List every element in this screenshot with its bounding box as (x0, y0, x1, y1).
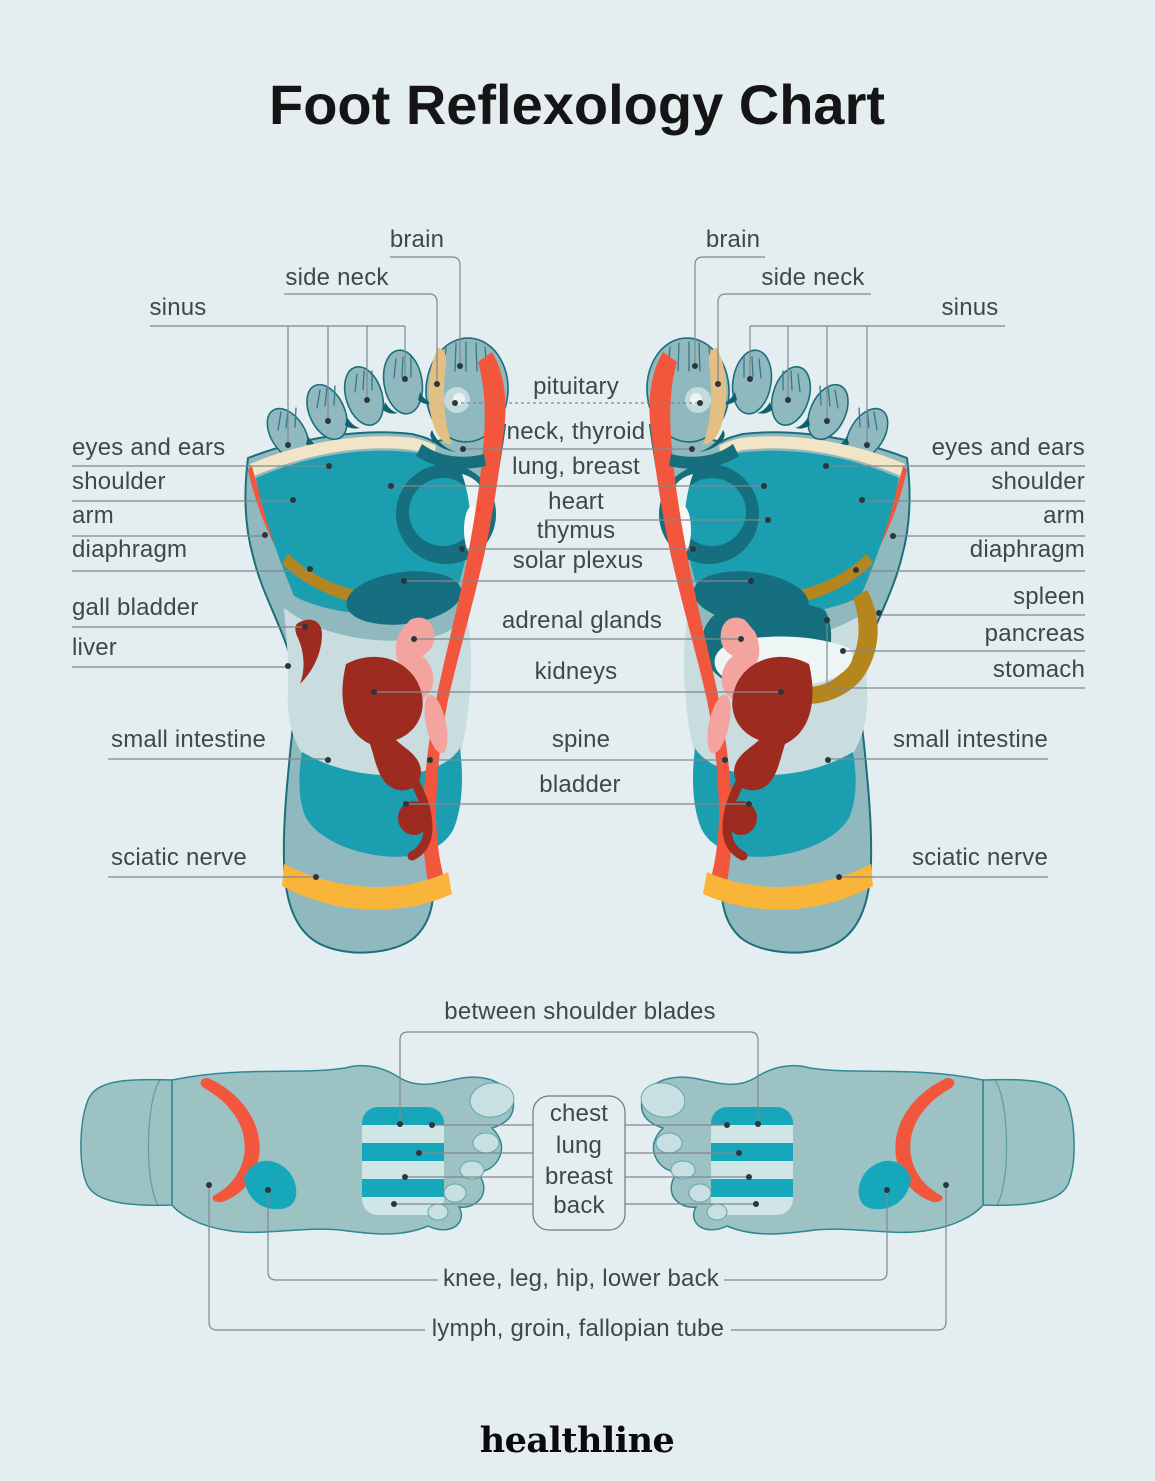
label-liver: liver (72, 634, 118, 661)
label-small-intestine-left: small intestine (111, 726, 267, 753)
label-sciatic-nerve-left: sciatic nerve (111, 844, 247, 871)
label-eyes-ears-right: eyes and ears (931, 434, 1085, 461)
label-between-shoulder-blades: between shoulder blades (444, 998, 716, 1025)
label-brain-left: brain (389, 226, 445, 253)
label-gall-bladder: gall bladder (72, 594, 199, 621)
left-foot-illustration (244, 334, 512, 954)
label-chest: chest (549, 1100, 609, 1127)
label-pituitary: pituitary (533, 373, 619, 400)
label-back: back (553, 1192, 605, 1219)
label-shoulder-left: shoulder (72, 468, 166, 495)
label-spine: spine (551, 726, 611, 753)
label-lung: lung (555, 1132, 603, 1159)
label-side-neck-right: side neck (761, 264, 865, 291)
label-bladder: bladder (539, 771, 621, 798)
label-stomach: stomach (992, 656, 1085, 683)
label-adrenal-glands: adrenal glands (501, 607, 663, 634)
label-breast: breast (545, 1163, 613, 1190)
connector-lines (72, 256, 1085, 1331)
label-kidneys: kidneys (534, 658, 618, 685)
label-sciatic-nerve-right: sciatic nerve (912, 844, 1048, 871)
pointer-dots (206, 363, 949, 1207)
label-diaphragm-left: diaphragm (72, 536, 188, 563)
right-foot-illustration (643, 334, 911, 954)
label-knee-leg-hip-lower-back: knee, leg, hip, lower back (442, 1265, 720, 1292)
label-sinus-right: sinus (941, 294, 999, 321)
label-lymph-groin-fallopian-tube: lymph, groin, fallopian tube (431, 1315, 725, 1342)
bottom-right-foot-illustration (639, 1066, 1074, 1234)
label-shoulder-right: shoulder (991, 468, 1085, 495)
label-lung-breast: lung, breast (512, 453, 640, 480)
label-diaphragm-right: diaphragm (969, 536, 1085, 563)
label-sinus-left: sinus (149, 294, 207, 321)
page-title: Foot Reflexology Chart (268, 73, 886, 136)
label-neck-thyroid: neck, thyroid (506, 418, 646, 445)
label-brain-right: brain (705, 226, 761, 253)
label-solar-plexus: solar plexus (512, 547, 644, 574)
label-arm-right: arm (1043, 502, 1085, 529)
label-spleen: spleen (1013, 583, 1085, 610)
bottom-left-foot-illustration (81, 1066, 516, 1234)
label-thymus: thymus (536, 517, 616, 544)
healthline-logo: healthline (479, 1420, 675, 1461)
label-side-neck-left: side neck (285, 264, 389, 291)
label-arm-left: arm (72, 502, 114, 529)
label-pancreas: pancreas (984, 620, 1085, 647)
label-eyes-ears-left: eyes and ears (72, 434, 226, 461)
label-heart: heart (548, 488, 604, 515)
chest-lung-breast-back-bracket (532, 1095, 626, 1231)
label-small-intestine-right: small intestine (892, 726, 1048, 753)
